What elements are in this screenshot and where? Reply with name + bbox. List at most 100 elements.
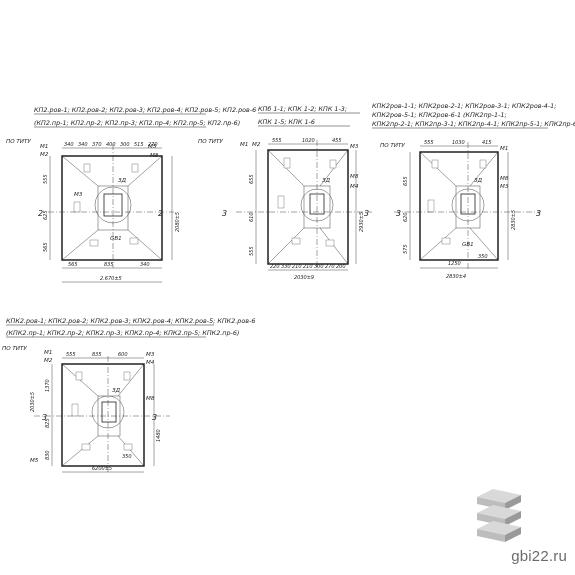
block-2-top-dim-3: 455 [332, 138, 342, 144]
block-1-section-2-left: 2 [38, 209, 43, 218]
block-2-right-total: 2930±5 [359, 212, 365, 232]
stacked-slabs-logo-icon [477, 489, 521, 542]
block-1-mark-m3: М3 [74, 192, 83, 198]
block-2-left-dim-2: 610 [249, 212, 255, 222]
block-4-opening [101, 401, 117, 423]
block-1-bottom-dim-3: 340 [140, 262, 150, 268]
block-4-top-dim-1: 555 [66, 352, 76, 358]
block-1-mark-gb1: GВ1 [110, 236, 122, 242]
block-4-mark-zd: ЗД [112, 388, 121, 394]
block-3-section-3-right: 3 [536, 209, 541, 218]
block-4-mark-m5: М5 [30, 458, 39, 464]
block-1-right-total: 2080±5 [175, 212, 181, 232]
block-2-bottom-dim-7: 200 [336, 264, 346, 270]
block-4-section-3-right: 3 [152, 413, 157, 422]
block-2-mark-m2: М2 [252, 142, 261, 148]
block-1-top-dim-3: 370 [92, 142, 102, 148]
block-1-top-dim-4: 400 [106, 142, 116, 148]
block-4-header-line-1: КПК2.ров-1; КПК2.ров-2; КПК2.ров-3; КПК2… [6, 317, 255, 325]
block-2-slab-outline [267, 149, 349, 265]
block-4-mark-m3: М3 [146, 352, 155, 358]
block-3-top-dim-3: 415 [482, 140, 492, 146]
block-1-top-dim-2: 340 [78, 142, 88, 148]
logo-slab-front [477, 529, 505, 542]
block-1-top-dim-1: 340 [64, 142, 74, 148]
block-1-slab-outline [61, 155, 163, 261]
block-4-slab-outline [61, 363, 145, 467]
logo-slab-top [477, 505, 521, 519]
block-1-corner-lines [61, 155, 163, 261]
block-3-header-line-3: КПК2пр-2-1; КПК2пр-3-1; КПК2пр-4-1; КПК2… [372, 120, 575, 128]
block-3-top-dim-1: 555 [424, 140, 434, 146]
block-1-mark-m1: М1 [40, 144, 48, 150]
block-4-bottom-dim-1: 1480 [156, 429, 162, 442]
block-2-section-note: ПО ТИТУ [198, 139, 223, 145]
block-4-mark-m8: М8 [146, 396, 155, 402]
block-3-header-line-1: КПК2ров-1-1; КПК2ров-2-1; КПК2ров-3-1; К… [372, 102, 556, 110]
block-2-top-dim-1: 555 [272, 138, 282, 144]
block-2-bottom-dims: 220 330 210 210 300 270 200 [270, 264, 346, 270]
logo-slab-side [505, 527, 521, 542]
block-2-left-dim-1: 655 [249, 174, 255, 184]
block-3-mark-m3: М3 [500, 184, 509, 190]
block-1-left-dim-1: 555 [43, 174, 49, 184]
block-2-top-dim-2: 1020 [302, 138, 315, 144]
logo-slab-top [477, 521, 521, 535]
block-2-mark-m4: М4 [350, 184, 359, 190]
block-2-bottom-dim-4: 210 [303, 264, 313, 270]
plan-block-2: КПб 1-1; КПК 1-2; КПК 1-3; КПК 1-5; КПК … [198, 105, 372, 281]
block-3-left-dim-3: 575 [403, 244, 409, 254]
block-2-mark-zd: ЗД [322, 178, 331, 184]
plan-block-1: КП2.ров-1; КП2.ров-2; КП2.ров-3; КП2.ров… [6, 106, 256, 283]
block-3-header-line-2: КПК2ров-5-1; КПК2ров-6-1 (КПК2пр-1-1; [372, 111, 507, 119]
block-4-header-line-2: (КПК2.пр-1; КПК2.пр-2; КПК2.пр-3; КПК2.п… [6, 329, 239, 337]
block-1-mark-m8: М8 [150, 153, 159, 159]
block-3-mark-gb1: GВ1 [462, 242, 474, 248]
block-4-section-note: ПО ТИТУ [2, 346, 27, 352]
block-3-top-dim-2: 1030 [452, 140, 465, 146]
block-3-section-note: ПО ТИТУ [380, 143, 405, 149]
block-4-mark-m4: М4 [146, 360, 155, 366]
block-2-mark-m8: М8 [350, 174, 359, 180]
block-1-top-dim-5: 300 [120, 142, 130, 148]
logo-slab-top [477, 489, 521, 503]
block-3-bottom-dim-2: 350 [478, 254, 488, 260]
block-2-left-dim-3: 555 [249, 246, 255, 256]
block-3-slab-outline [419, 151, 499, 261]
block-1-mark-zd: ЗД [118, 178, 127, 184]
block-1-mark-m2: М2 [40, 152, 49, 158]
block-3-mark-m8: М8 [500, 176, 509, 182]
block-4-mark-m1: М1 [44, 350, 52, 356]
block-2-bottom-dim-5: 300 [314, 264, 324, 270]
logo-slab-side [505, 511, 521, 526]
block-4-bottom-total: 6200±5 [92, 466, 112, 472]
block-4-top-dim-3: 600 [118, 352, 128, 358]
plan-block-3: КПК2ров-1-1; КПК2ров-2-1; КПК2ров-3-1; К… [372, 102, 575, 280]
block-4-bottom-dim-2: 350 [122, 454, 132, 460]
block-1-top-dims: 340 340 370 400 300 515 270 [64, 142, 158, 148]
block-1-header-line-2: (КП2.пр-1; КП2.пр-2; КП2.пр-3; КП2.пр-4;… [34, 119, 240, 127]
block-3-right-total: 2830±5 [511, 210, 517, 230]
block-4-left-dim-1: 1370 [45, 379, 51, 392]
block-1-bottom-total: 2.670±5 [100, 276, 122, 282]
block-2-header-line-2: КПК 1-5; КПК 1-6 [258, 118, 315, 126]
block-1-section-note: ПО ТИТУ [6, 139, 31, 145]
block-2-bottom-total: 2030±9 [294, 275, 314, 281]
block-3-section-3-left: 3 [396, 209, 401, 218]
block-2-bottom-dim-3: 210 [292, 264, 302, 270]
block-4-right-total: 2030±5 [30, 392, 36, 412]
block-4-top-dim-2: 835 [92, 352, 102, 358]
block-4-left-dim-3: 830 [45, 450, 51, 460]
block-4-section-3-left: 3 [42, 413, 47, 422]
block-3-bottom-total: 2830±4 [446, 274, 466, 280]
block-2-bottom-dim-1: 220 [270, 264, 280, 270]
block-3-corner-lines [419, 151, 499, 261]
block-1-left-dim-2: 625 [43, 210, 49, 220]
plan-block-4: КПК2.ров-1; КПК2.ров-2; КПК2.ров-3; КПК2… [2, 317, 255, 473]
block-1-header-line-1: КП2.ров-1; КП2.ров-2; КП2.ров-3; КП2.ров… [34, 106, 256, 114]
block-2-section-3-left: 3 [222, 209, 227, 218]
logo-slab-side [505, 495, 521, 510]
block-1-bottom-dim-2: 835 [104, 262, 114, 268]
site-watermark-text: gbi22.ru [511, 548, 567, 565]
